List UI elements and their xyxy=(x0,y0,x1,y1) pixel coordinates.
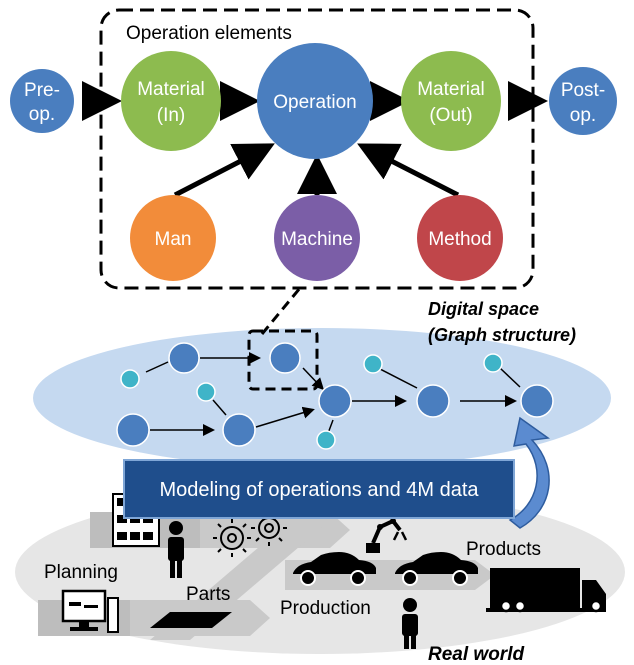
graph-node xyxy=(520,384,554,418)
real-world-title: Real world xyxy=(428,644,524,665)
svg-text:Operation: Operation xyxy=(273,92,356,113)
zoom-connector xyxy=(260,287,302,335)
svg-text:(In): (In) xyxy=(157,105,186,126)
graph-node xyxy=(116,413,150,447)
graph-node xyxy=(222,413,256,447)
svg-text:Material: Material xyxy=(137,79,205,100)
graph-node-small xyxy=(120,369,140,389)
graph-node xyxy=(269,342,301,374)
node-post-op: Post- op. xyxy=(549,67,617,135)
svg-text:Method: Method xyxy=(428,229,491,250)
modeling-banner-label: Modeling of operations and 4M data xyxy=(159,479,479,501)
node-material-out: Material (Out) xyxy=(401,51,501,151)
computer-icon xyxy=(61,589,119,633)
node-man: Man xyxy=(130,195,216,281)
svg-text:(Out): (Out) xyxy=(429,105,472,126)
operation-elements-title: Operation elements xyxy=(126,23,292,44)
digital-space-section: Digital space (Graph structure) xyxy=(33,299,611,468)
graph-node-small xyxy=(483,353,503,373)
robot-arm-icon xyxy=(366,518,408,553)
graph-node xyxy=(318,384,352,418)
flow-arrows xyxy=(82,81,548,198)
graph-nodes xyxy=(116,342,554,450)
modeling-banner: Modeling of operations and 4M data xyxy=(123,459,515,519)
label-products: Products xyxy=(466,539,541,560)
node-material-in: Material (In) xyxy=(121,51,221,151)
svg-text:Man: Man xyxy=(155,229,192,250)
node-machine: Machine xyxy=(274,195,360,281)
car-icon xyxy=(293,552,376,586)
graph-node-small xyxy=(363,354,383,374)
graph-node-small xyxy=(196,382,216,402)
label-planning: Planning xyxy=(44,562,118,583)
operation-elements-box xyxy=(99,8,535,290)
graph-node xyxy=(416,384,450,418)
car-icon xyxy=(395,552,478,586)
digital-space-title: Digital space xyxy=(428,299,539,319)
node-method: Method xyxy=(417,195,503,281)
graph-node xyxy=(168,342,200,374)
upload-curved-arrow xyxy=(508,416,550,529)
worker-icon xyxy=(402,598,418,649)
graph-node-small xyxy=(316,430,336,450)
svg-text:Pre-: Pre- xyxy=(24,80,60,101)
svg-text:Machine: Machine xyxy=(281,229,353,250)
digital-space-subtitle: (Graph structure) xyxy=(428,325,576,345)
node-operation: Operation xyxy=(257,43,373,159)
selected-operation-box xyxy=(247,329,319,391)
svg-text:Material: Material xyxy=(417,79,485,100)
parts-plate-icon xyxy=(150,612,232,628)
label-production: Production xyxy=(280,598,371,619)
operation-elements-section: Operation elements Pre- op. Material (In… xyxy=(10,8,617,290)
real-world-section: Planning Parts Production Products Real … xyxy=(15,490,625,665)
svg-text:op.: op. xyxy=(29,104,55,125)
truck-icon xyxy=(486,568,606,613)
worker-icon xyxy=(168,521,184,578)
node-pre-op: Pre- op. xyxy=(10,69,74,133)
svg-text:Post-: Post- xyxy=(561,80,605,101)
svg-text:op.: op. xyxy=(570,105,596,126)
label-parts: Parts xyxy=(186,584,230,605)
